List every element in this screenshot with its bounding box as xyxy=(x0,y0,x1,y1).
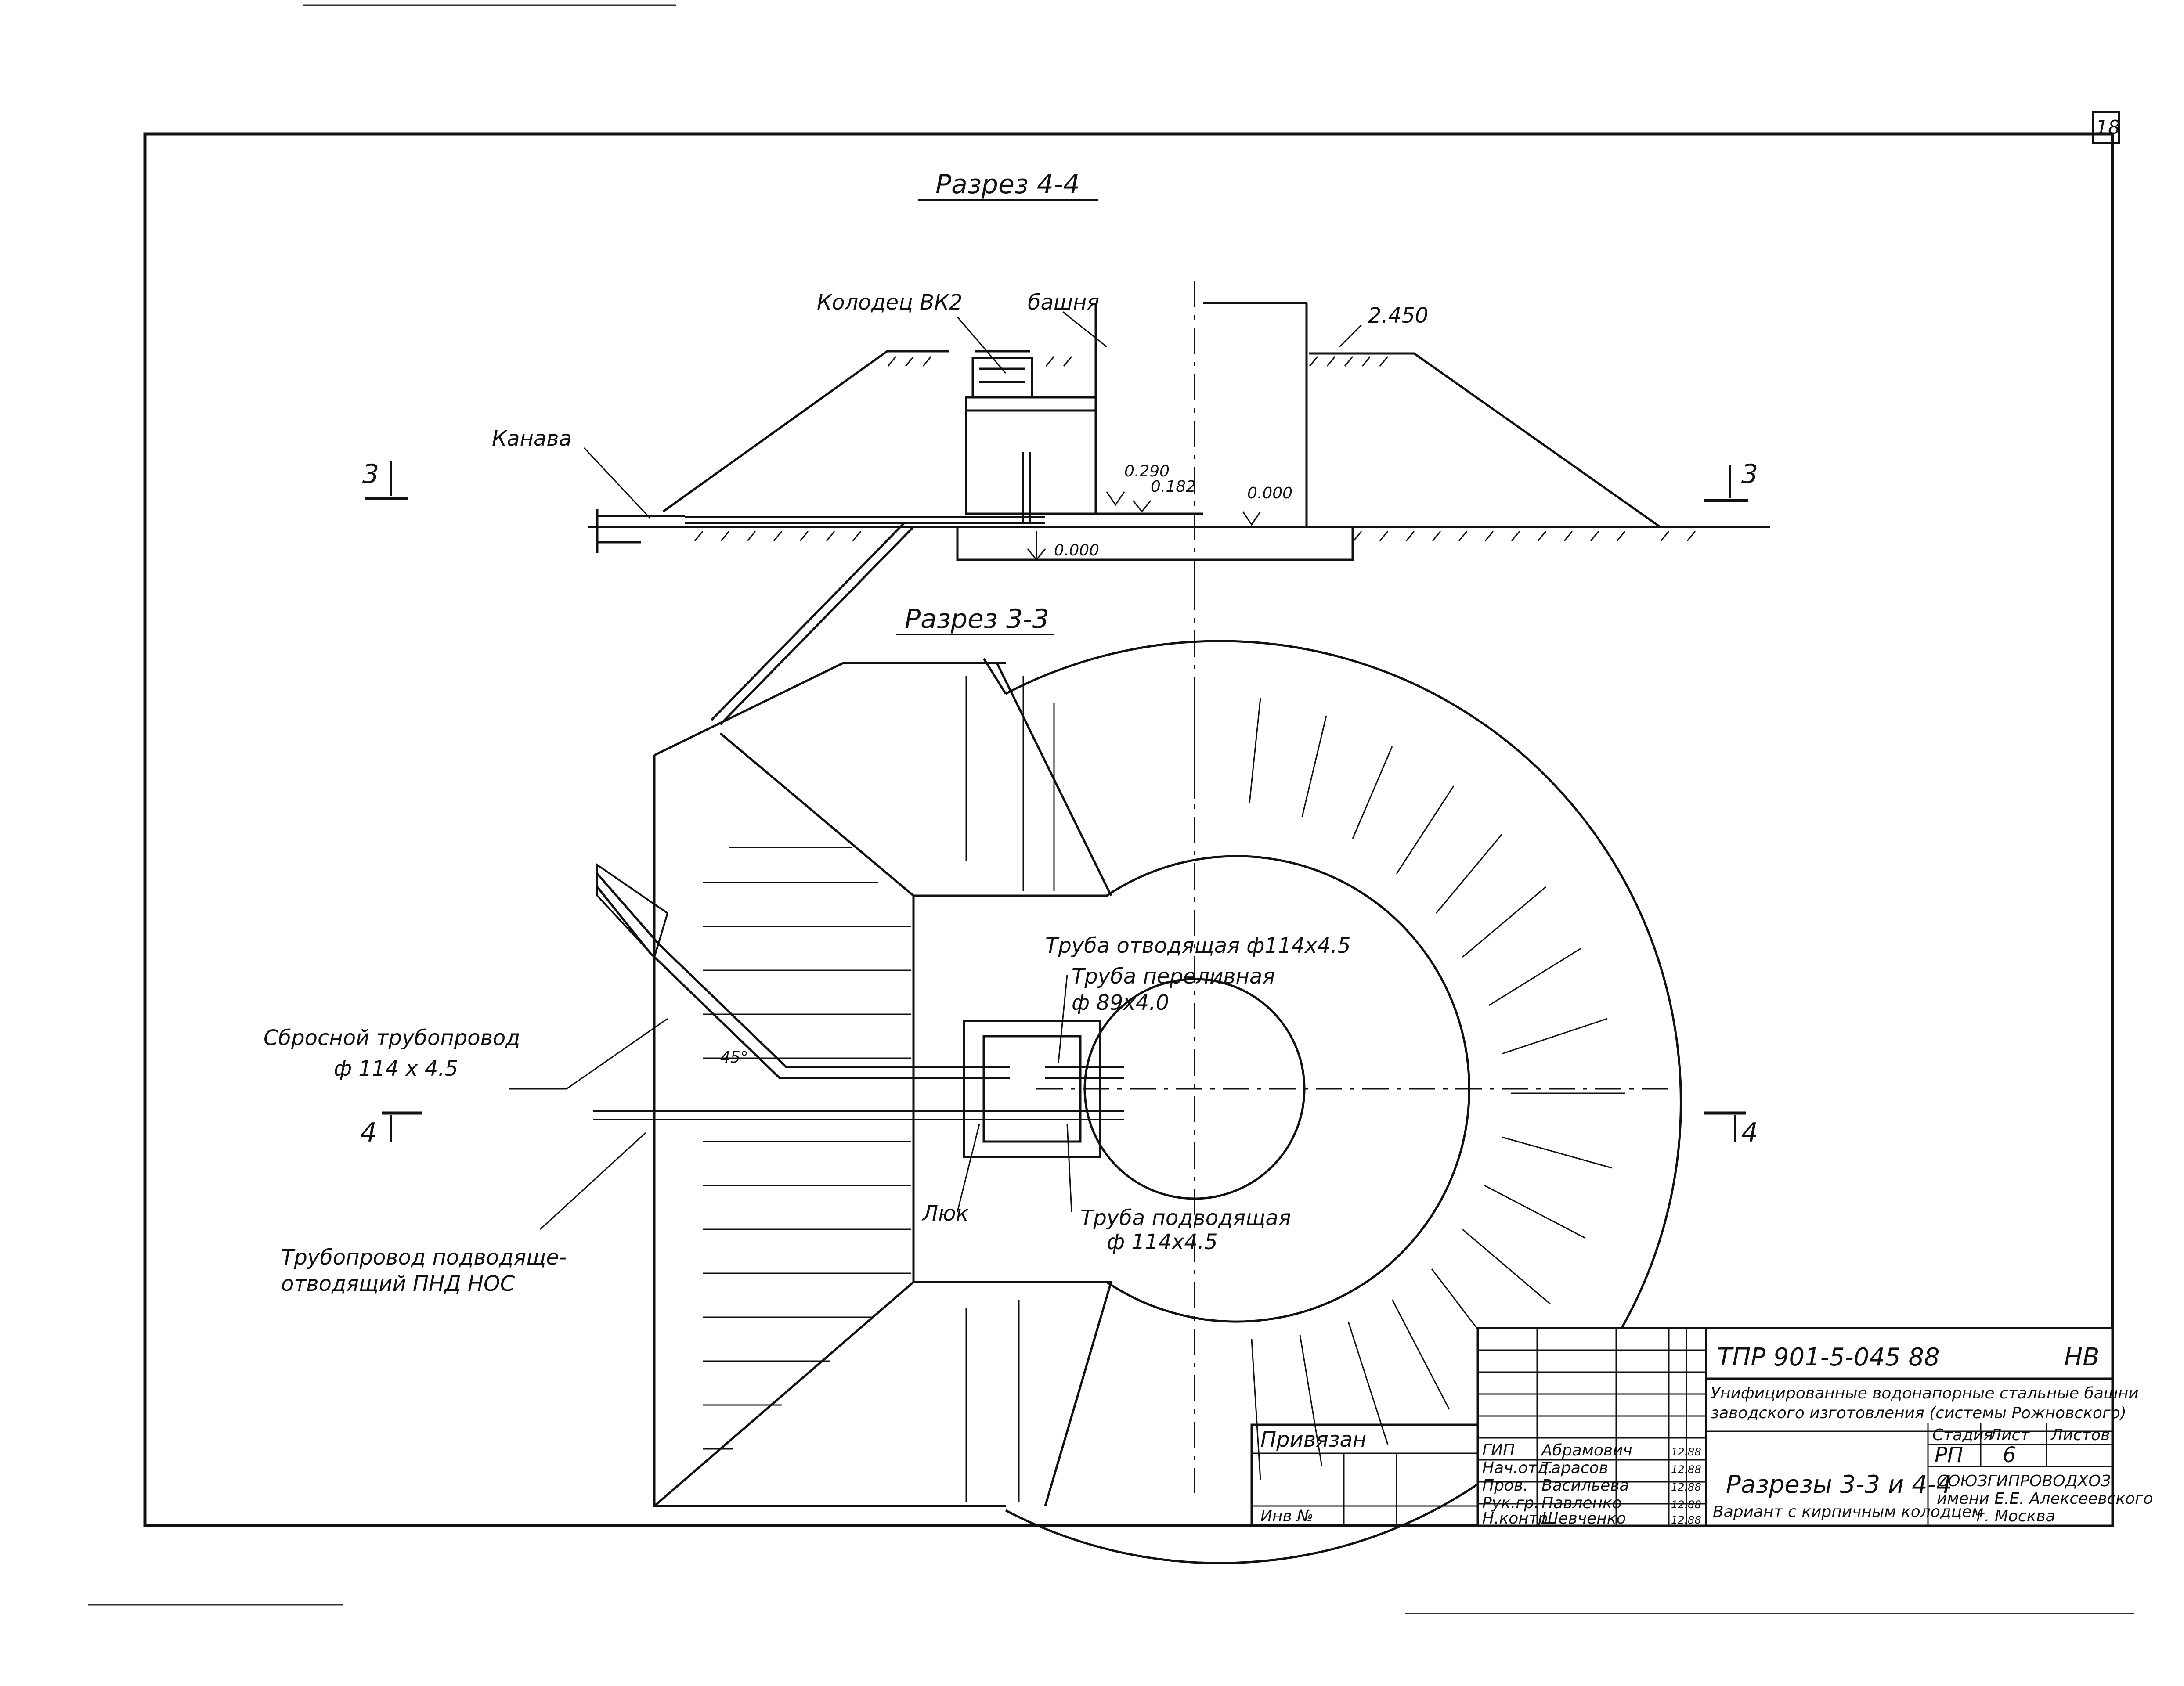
frame xyxy=(143,111,2120,1527)
cut-4-left: 4 xyxy=(360,1117,377,1148)
inlet-pipe-label-1: Труба подводящая xyxy=(1080,1206,1291,1230)
sheet-header: Лист xyxy=(1989,1426,2030,1444)
org-name-3: г. Москва xyxy=(1976,1507,2055,1525)
hatch-label: Люк xyxy=(921,1201,969,1226)
supply-pipe-label-2: отводящий ПНД НОС xyxy=(281,1272,515,1296)
section-3-3-title: Разрез 3-3 xyxy=(905,604,1049,634)
overflow-pipe-label: Труба переливная xyxy=(1072,964,1275,989)
date-1: 12.88 xyxy=(1671,1446,1701,1458)
inlet-pipe-label-2: ф 114х4.5 xyxy=(1107,1230,1218,1254)
role-3: Пров. xyxy=(1482,1477,1528,1495)
cut-3-right: 3 xyxy=(1741,459,1758,490)
cut-4-right: 4 xyxy=(1741,1117,1758,1148)
date-3: 12.88 xyxy=(1671,1481,1701,1493)
role-4: Рук.гр. xyxy=(1482,1494,1539,1512)
title-block xyxy=(1250,1327,2114,1527)
angle-label: 45° xyxy=(720,1048,748,1066)
elev-top: 2.450 xyxy=(1368,303,1428,328)
elev-0000-right: 0.000 xyxy=(1247,484,1292,502)
stage-value: РП xyxy=(1935,1443,1963,1467)
elev-0000-low: 0.000 xyxy=(1054,541,1099,559)
sheets-header: Листов xyxy=(2050,1426,2110,1444)
name-1: Абрамович xyxy=(1541,1441,1632,1459)
subtitle-1: Унифицированные водонапорные стальные ба… xyxy=(1711,1384,2139,1402)
elev-0290: 0.290 xyxy=(1124,462,1170,480)
sheet-number: 18 xyxy=(2096,116,2120,139)
stage-header: Стадия xyxy=(1932,1426,1993,1444)
overflow-pipe-dim: ф 89х4.0 xyxy=(1072,991,1169,1015)
elev-0182: 0.182 xyxy=(1151,478,1196,496)
supply-pipe-label-1: Трубопровод подводяще- xyxy=(281,1245,567,1270)
subtitle-2: заводского изготовления (системы Рожновс… xyxy=(1711,1404,2126,1422)
org-name-1: СОЮЗГИПРОВОДХОЗ xyxy=(1937,1472,2111,1490)
section-4-4 xyxy=(365,199,1770,725)
section-3-3 xyxy=(382,584,1746,1564)
role-1: ГИП xyxy=(1482,1441,1515,1459)
scan-edges xyxy=(88,4,2134,1614)
sheet-value: 6 xyxy=(2003,1443,2016,1467)
date-5: 12.88 xyxy=(1671,1514,1701,1526)
org-name-2: имени Е.Е. Алексеевского xyxy=(1937,1490,2153,1508)
drawing-subtitle: Вариант с кирпичным колодцем xyxy=(1713,1503,1984,1521)
inv-no: Инв № xyxy=(1260,1507,1314,1525)
cut-3-left: 3 xyxy=(362,459,379,490)
privyazan: Привязан xyxy=(1260,1427,1366,1452)
role-2: Нач.отд. xyxy=(1482,1459,1553,1477)
tower-label: башня xyxy=(1028,290,1099,315)
date-2: 12.88 xyxy=(1671,1463,1701,1476)
drawing-title: Разрезы 3-3 и 4-4 xyxy=(1726,1470,1952,1499)
role-5: Н.контр. xyxy=(1482,1509,1553,1527)
name-3: Васильева xyxy=(1541,1477,1629,1495)
section-4-4-title: Разрез 4-4 xyxy=(935,169,1080,200)
doc-mark: НВ xyxy=(2064,1343,2100,1372)
discharge-pipe-label-1: Сбросной трубопровод xyxy=(264,1026,520,1050)
discharge-pipe-label-2: ф 114 х 4.5 xyxy=(334,1056,458,1081)
name-4: Павленко xyxy=(1541,1494,1622,1512)
date-4: 12.88 xyxy=(1671,1499,1701,1511)
name-5: Шевченко xyxy=(1541,1509,1626,1527)
ditch-label: Канава xyxy=(492,426,572,451)
well-label: Колодец ВК2 xyxy=(817,290,963,315)
doc-code: ТПР 901-5-045 88 xyxy=(1717,1343,1940,1372)
name-2: Тарасов xyxy=(1541,1459,1608,1477)
outlet-pipe-label: Труба отводящая ф114х4.5 xyxy=(1045,933,1351,958)
